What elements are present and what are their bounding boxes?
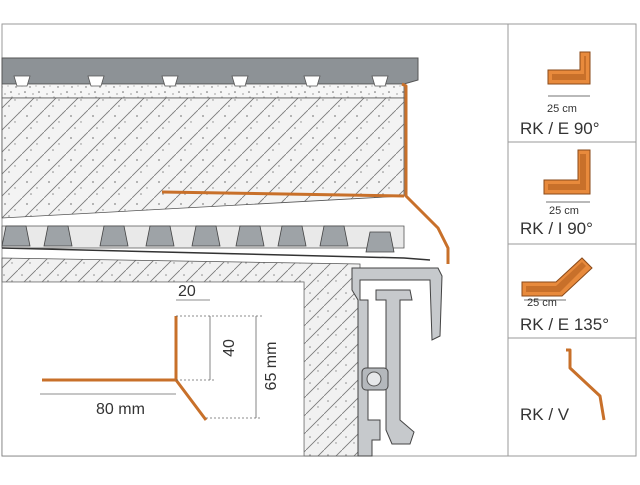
connector-profile-icon — [566, 348, 606, 421]
product-label-4: RK / V — [520, 405, 570, 424]
drip-edge-profile — [351, 267, 443, 457]
adhesive-layer — [1, 83, 405, 99]
dim-40-label: 40 — [221, 339, 238, 357]
dim-20-label: 20 — [178, 283, 196, 300]
product-label-2: RK / I 90° — [520, 219, 593, 238]
product-label-1: RK / E 90° — [520, 119, 600, 138]
drainage-mat — [1, 225, 431, 261]
product-size-3: 25 cm — [527, 297, 557, 309]
outer-corner-90-icon — [547, 51, 591, 97]
inner-corner-90-icon — [543, 149, 591, 203]
uncoupling-mat — [13, 75, 389, 87]
cross-section — [1, 57, 450, 457]
product-size-2: 25 cm — [549, 205, 579, 217]
soffit-void — [1, 281, 305, 457]
product-size-1: 25 cm — [547, 103, 577, 115]
dim-65-label: 65 mm — [263, 342, 280, 391]
tile-layer — [1, 57, 419, 85]
outer-corner-135-icon — [521, 257, 593, 301]
product-label-3: RK / E 135° — [520, 315, 609, 334]
rk-edge-profile — [161, 82, 450, 264]
dimension-detail: 80 mm 20 40 65 mm — [40, 283, 280, 421]
dim-80-label: 80 mm — [96, 401, 145, 418]
product-panel: 25 cm RK / E 90° 25 cm RK / I 90° 25 cm … — [507, 24, 636, 456]
